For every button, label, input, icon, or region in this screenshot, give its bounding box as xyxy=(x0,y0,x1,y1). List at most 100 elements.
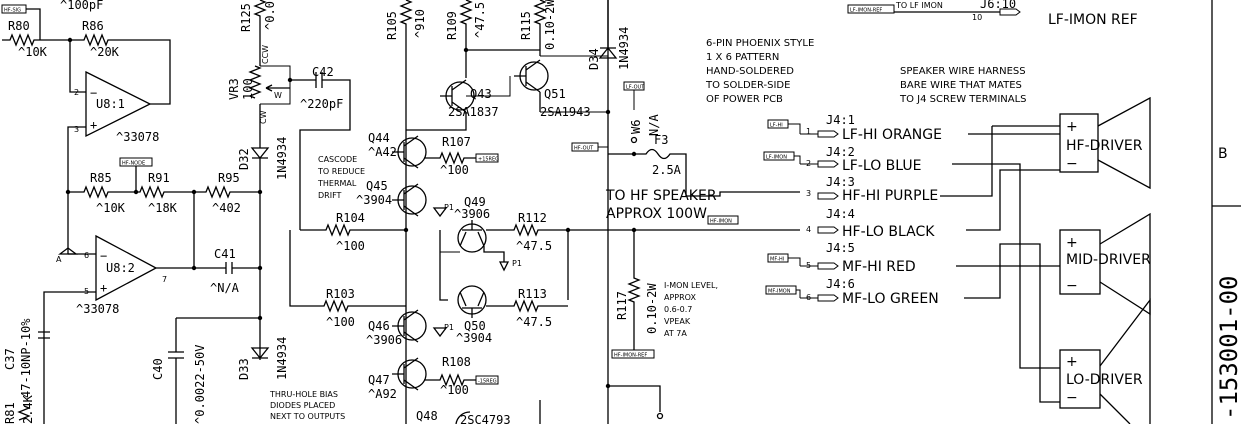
top-cap-value: ^100pF xyxy=(60,0,103,12)
u8-1-label: U8:1 xyxy=(96,97,125,111)
d34-label: D34 xyxy=(587,48,601,70)
c37-value: 47-10NP-10% xyxy=(19,318,33,398)
w6-label: W6 xyxy=(629,120,643,134)
flag-hf-imon-text: HF-IMON xyxy=(710,219,732,225)
q47-label: Q47 xyxy=(368,373,390,387)
j4-2-ref: J4:2 xyxy=(826,145,855,159)
q46-label: Q46 xyxy=(368,319,390,333)
d32-diode xyxy=(250,104,270,360)
drawing-frame: B -153001-00 xyxy=(1211,0,1241,424)
u8-1-value: ^33078 xyxy=(116,130,159,144)
r81-label: R81 xyxy=(3,402,17,424)
c40-capacitor xyxy=(168,317,260,424)
j4-3-ref: J4:3 xyxy=(826,175,855,189)
lf-imon-ref-label: LF-IMON REF xyxy=(1048,12,1138,28)
r80-label: R80 xyxy=(8,19,30,33)
r86-resistor xyxy=(70,33,171,105)
r109-value: ^47.5 xyxy=(473,2,487,38)
phoenix-note: 6-PIN PHOENIX STYLE 1 X 6 PATTERN HAND-S… xyxy=(705,38,814,105)
c41-label: C41 xyxy=(214,247,236,261)
q50-value: ^3904 xyxy=(456,331,492,345)
imon-note-3: 0.6-0.7 xyxy=(664,305,692,314)
r104-value: ^100 xyxy=(336,239,365,253)
r107-label: R107 xyxy=(442,135,471,149)
vr3-potentiometer xyxy=(248,65,262,99)
j6-pin: 10 xyxy=(972,13,982,22)
r81-value: 2.4K xyxy=(21,394,35,424)
mid-driver-minus: − xyxy=(1066,278,1078,294)
j4-connector-bank: LF-HI LF-IMON MF-HI MF-IMON J4:1 1 LF-HI… xyxy=(763,113,1060,403)
imon-note-1: I-MON LEVEL, xyxy=(664,281,718,290)
j4-2-label: LF-LO BLUE xyxy=(842,158,921,174)
q49-p1: P1 xyxy=(512,259,522,268)
q45-p1: P1 xyxy=(444,203,454,212)
j6-ref: J6:10 xyxy=(980,0,1016,11)
q47-value: ^A92 xyxy=(368,387,397,401)
r125-value: ^0.0 xyxy=(263,1,277,30)
harness-note-2: BARE WIRE THAT MATES xyxy=(900,80,1022,91)
u8-2-value: ^33078 xyxy=(76,302,119,316)
flag-mf-hi-text: MF-HI xyxy=(770,257,784,263)
hf-driver: + − HF-DRIVER xyxy=(1059,96,1151,190)
c42-value: ^220pF xyxy=(300,97,343,111)
j4-4-label: HF-LO BLACK xyxy=(842,224,935,240)
mid-driver-label: MID-DRIVER xyxy=(1066,252,1151,268)
r107-value: ^100 xyxy=(440,163,469,177)
zone-letter: B xyxy=(1218,146,1228,162)
r103-label: R103 xyxy=(326,287,355,301)
flag-lf-imon-ref xyxy=(847,4,895,14)
cascode-note-1: CASCODE xyxy=(318,155,357,164)
flag-lf-imon-ref-text: LF-IMON-REF xyxy=(850,8,882,14)
j4-5-ref: J4:5 xyxy=(826,241,855,255)
r125-resistor xyxy=(253,0,267,66)
j4-5: J4:5 5 MF-HI RED xyxy=(800,241,916,275)
phoenix-note-1: 6-PIN PHOENIX STYLE xyxy=(706,38,814,49)
q49-label: Q49 xyxy=(464,195,486,209)
flag-lf-out-text: LF-OUT xyxy=(626,85,645,91)
hf-driver-plus: + xyxy=(1066,119,1078,135)
svg-text:+: + xyxy=(90,118,97,132)
mid-driver: + − MID-DRIVER xyxy=(1059,212,1151,316)
r117-label: R117 xyxy=(615,291,629,320)
to-lf-imon: TO LF IMON xyxy=(895,1,943,10)
vr3-ccw: CCW xyxy=(261,45,270,64)
lo-driver-label: LO-DRIVER xyxy=(1066,372,1143,388)
lo-driver: + − LO-DRIVER xyxy=(1059,298,1151,424)
flag-hf-node-text: HF-NODE xyxy=(122,161,145,167)
r95-label: R95 xyxy=(218,171,240,185)
j4-4-ref: J4:4 xyxy=(826,207,855,221)
flag-mf-imon-text: MF-IMON xyxy=(768,289,791,295)
imon-note-4: VPEAK xyxy=(664,317,691,326)
u8-2-label: U8:2 xyxy=(106,261,135,275)
r103-value: ^100 xyxy=(326,315,355,329)
r104-label: R104 xyxy=(336,211,365,225)
r85-label: R85 xyxy=(90,171,112,185)
svg-text:6: 6 xyxy=(84,251,89,260)
flag-hf-out-text: HF-OUT xyxy=(574,146,594,152)
phoenix-note-3: HAND-SOLDERED xyxy=(706,66,794,77)
lo-driver-plus: + xyxy=(1066,354,1078,370)
c41-value: ^N/A xyxy=(210,281,240,295)
cascode-note-4: DRIFT xyxy=(318,191,342,200)
r91-label: R91 xyxy=(148,171,170,185)
f3-fuse xyxy=(608,148,800,197)
q44-label: Q44 xyxy=(368,131,390,145)
q50-label: Q50 xyxy=(464,319,486,333)
vr3-wiper: W xyxy=(274,91,282,100)
thru-note-2: DIODES PLACED xyxy=(270,401,335,410)
r115-label: R115 xyxy=(519,11,533,40)
vr3-cw: CW xyxy=(259,110,268,124)
lf-imon-ref-connector: LF-IMON-REF TO LF IMON 10 J6:10 LF-IMON … xyxy=(847,0,1138,28)
q48-transistor xyxy=(455,411,471,424)
mid-driver-plus: + xyxy=(1066,235,1078,251)
j4-3: J4:3 3 HF-HI PURPLE xyxy=(806,175,938,204)
imon-note-2: APPROX xyxy=(664,293,696,302)
r117-value: 0.10-2W xyxy=(645,283,659,334)
c40-value: ^0.0022-50V xyxy=(193,345,207,424)
j4-2: J4:2 2 LF-LO BLUE xyxy=(800,145,921,174)
f3-label: F3 xyxy=(654,133,668,147)
f3-value: 2.5A xyxy=(652,163,682,177)
q48-value: 2SC4793 xyxy=(460,413,511,424)
harness-note: SPEAKER WIRE HARNESS BARE WIRE THAT MATE… xyxy=(899,66,1027,105)
r108-value: ^100 xyxy=(440,383,469,397)
